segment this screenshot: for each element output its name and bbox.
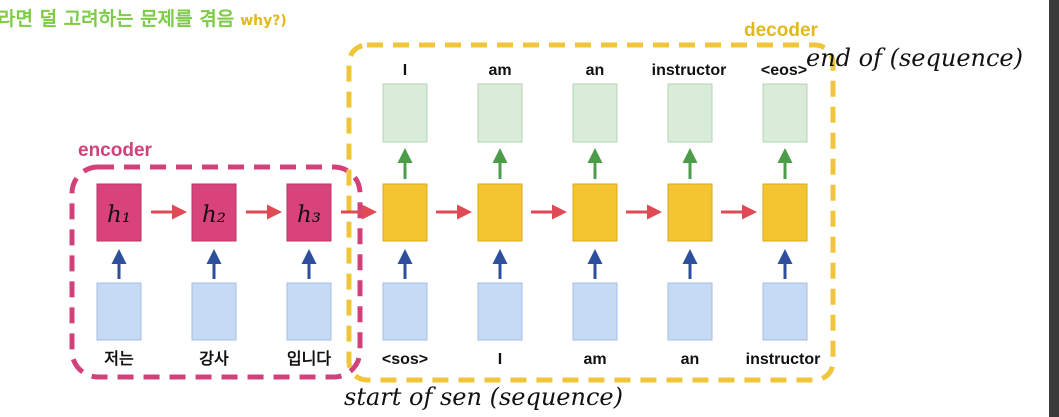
end-of-sequence-annotation: end of (sequence) <box>806 44 1023 72</box>
encoder-label: encoder <box>78 140 153 161</box>
decoder-label: decoder <box>744 20 819 41</box>
encoder-input-label-1: 저는 <box>104 349 134 368</box>
decoder-hidden-box <box>382 183 428 242</box>
hidden-state-label-2: h₂ <box>202 202 226 228</box>
hidden-state-label-1: h₁ <box>107 202 131 228</box>
top-note-why: why?) <box>240 13 287 29</box>
decoder-input-box <box>382 282 428 341</box>
window-edge <box>1049 0 1059 417</box>
start-of-sequence-annotation: start of sen (sequence) <box>344 383 623 411</box>
decoder-output-box <box>667 83 713 143</box>
decoder-input-box <box>572 282 618 341</box>
encoder-input-label-2: 강사 <box>199 349 229 368</box>
decoder-hidden-box <box>572 183 618 242</box>
decoder-output-box <box>477 83 523 143</box>
encoder-hidden-box <box>286 183 332 242</box>
top-note: 라면 덜 고려하는 문제를 겪음 why?) <box>0 4 287 31</box>
decoder-hidden-box <box>477 183 523 242</box>
decoder-output-label-5: <eos> <box>761 62 807 79</box>
decoder-hidden-box <box>762 183 808 242</box>
decoder-output-box <box>382 83 428 143</box>
encoder-input-box <box>96 282 142 341</box>
encoder-input-label-3: 입니다 <box>287 349 331 368</box>
encoder-border <box>69 164 363 380</box>
encoder-hidden-box <box>191 183 237 242</box>
encoder-input-box <box>286 282 332 341</box>
decoder-input-label-4: an <box>681 351 700 368</box>
decoder-output-label-4: instructor <box>652 62 727 79</box>
decoder-hidden-box <box>667 183 713 242</box>
decoder-output-label-1: I <box>403 62 407 79</box>
encoder-input-box <box>191 282 237 341</box>
decoder-input-label-5: instructor <box>746 351 821 368</box>
decoder-output-box <box>572 83 618 143</box>
decoder-output-box <box>762 83 808 143</box>
encoder-hidden-box <box>96 183 142 242</box>
decoder-border <box>346 42 836 383</box>
decoder-input-box <box>762 282 808 341</box>
decoder-input-label-1: <sos> <box>382 351 428 368</box>
decoder-input-label-3: am <box>583 351 606 368</box>
decoder-output-label-2: am <box>488 62 511 79</box>
decoder-input-label-2: I <box>498 351 502 368</box>
decoder-input-box <box>667 282 713 341</box>
decoder-output-label-3: an <box>586 62 605 79</box>
top-note-text: 라면 덜 고려하는 문제를 겪음 <box>0 8 235 30</box>
decoder-input-box <box>477 282 523 341</box>
hidden-state-label-3: h₃ <box>297 202 321 228</box>
